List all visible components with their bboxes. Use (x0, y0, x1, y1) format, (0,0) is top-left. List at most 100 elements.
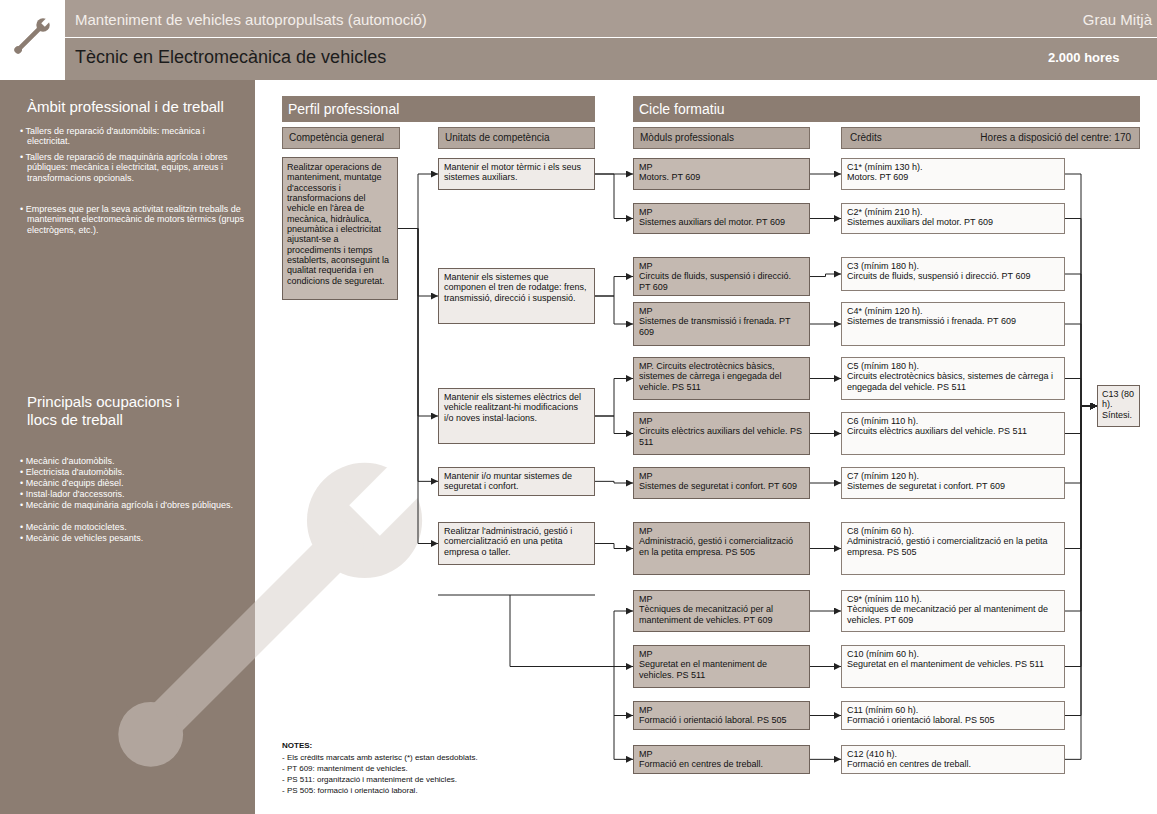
connector-arrow (398, 229, 438, 544)
box-text: MP (639, 649, 804, 659)
synthesis-box: C13 (80 h).Síntesi. (1097, 385, 1140, 427)
unit-box: Realitzar l'administració, gestió i come… (438, 522, 595, 565)
connector-arrow (1065, 379, 1097, 407)
box-text: MP (639, 471, 804, 481)
note-text: - PS 511: organització i manteniment de … (282, 775, 602, 785)
box-text: Crèdits (850, 132, 882, 144)
feed-arrow (614, 666, 633, 667)
connector-arrow (595, 416, 633, 434)
feed-line (438, 595, 595, 596)
box-text: C12 (410 h). (847, 749, 1059, 759)
box-body-text: Sistemes de seguretat i confort. PT 609 (639, 481, 804, 491)
box-text: C7 (mínim 120 h). (847, 471, 1059, 481)
box-body-text: Formació i orientació laboral. PS 505 (847, 715, 1059, 725)
connector-arrow (810, 611, 841, 612)
connector-arrow (810, 483, 841, 484)
page-title: Tècnic en Electromecànica de vehicles (75, 48, 775, 68)
box-body-text: Formació en centres de treball. (639, 759, 804, 769)
box-text: Mantenir els sistemes que componen el tr… (444, 272, 589, 303)
module-box: MPFormació en centres de treball. (633, 745, 810, 774)
connector-arrow (595, 481, 633, 483)
box-text: MP. Circuits electrotècnics bàsics, sist… (639, 361, 804, 392)
box-body-text: Sistemes de seguretat i confort. PT 609 (847, 481, 1059, 491)
sidebar-text: Àmbit professional i de treball (27, 98, 252, 116)
credit-box: C2* (mínim 210 h).Sistemes auxiliars del… (841, 203, 1065, 234)
connector-arrow (810, 274, 841, 277)
unit-box: Mantenir el motor tèrmic i els seus sist… (438, 158, 595, 190)
sidebar-text: • Mecànic d'equips dièsel. (20, 478, 245, 488)
module-box: MPSistemes de transmissió i frenada. PT … (633, 302, 810, 346)
connector-arrow (810, 433, 841, 434)
credit-box: C7 (mínim 120 h).Sistemes de seguretat i… (841, 467, 1065, 499)
box-text: Realitzar l'administració, gestió i come… (444, 526, 589, 557)
sidebar-panel (0, 80, 255, 814)
unit-box: Mantenir els sistemes elèctrics del vehi… (438, 388, 595, 444)
connector-arrow (595, 296, 633, 324)
box-body-text: Sistemes de transmissió i frenada. PT 60… (639, 316, 804, 337)
sidebar-text: • Electricista d'automòbils. (20, 467, 245, 477)
box-body-text: Sistemes auxiliars del motor. PT 609 (639, 217, 804, 227)
module-box: MPTècniques de mecanització per al mante… (633, 590, 810, 632)
box-text: C4* (mínim 120 h). (847, 306, 1059, 316)
connector-arrow (810, 759, 841, 760)
connector-arrow (595, 277, 633, 296)
connector-arrow (1065, 174, 1097, 406)
module-box: MP. Circuits electrotècnics bàsics, sist… (633, 357, 810, 400)
connector-arrow (1065, 406, 1097, 759)
column-header: Unitats de competència (438, 127, 595, 149)
box-body-text: Motors. PT 609 (847, 172, 1059, 182)
box-text: C9* (mínim 110 h). (847, 594, 1059, 604)
box-text: Mantenir els sistemes elèctrics del vehi… (444, 392, 589, 423)
box-text: Competència general (289, 132, 384, 144)
credit-box: C10 (mínim 60 h).Seguretat en el manteni… (841, 645, 1065, 688)
sidebar-text: • Mecànic de maquinària agrícola i d'obr… (20, 500, 245, 510)
feed-arrow (614, 715, 633, 716)
title-band (65, 38, 1157, 80)
connector-arrow (810, 378, 841, 379)
connector-arrow (1065, 274, 1097, 406)
box-body-text: Formació i orientació laboral. PS 505 (639, 715, 804, 725)
box-body-text: Motors. PT 609 (639, 172, 804, 182)
box-body-text: Tècniques de mecanització per al manteni… (847, 604, 1059, 625)
credit-box: C6 (mínim 110 h).Circuits elèctrics auxi… (841, 412, 1065, 455)
module-box: MPCircuits de fluids, suspensió i direcc… (633, 257, 810, 296)
box-text: C13 (80 h). (1102, 389, 1135, 410)
header-text: 2.000 hores (1048, 51, 1152, 65)
box-text: C11 (mínim 60 h). (847, 705, 1059, 715)
box-text: MP (639, 749, 804, 759)
credit-box: C1* (mínim 130 h).Motors. PT 609 (841, 158, 1065, 190)
module-box: MPCircuits elèctrics auxiliars del vehic… (633, 412, 810, 455)
box-body-text: Circuits elèctrics auxiliars del vehicle… (639, 426, 804, 447)
header-text: Grau Mitjà (1060, 12, 1152, 29)
box-text: Mòduls professionals (640, 132, 734, 144)
note-text: - PT 609: manteniment de vehicles. (282, 764, 602, 774)
header-text: Manteniment de vehicles autopropulsats (… (75, 12, 675, 29)
box-text: C5 (mínim 180 h). (847, 361, 1059, 371)
box-text: MP (639, 261, 804, 271)
connector-arrow (595, 174, 633, 219)
box-body-text: Administració, gestió i comercialització… (847, 536, 1059, 557)
box-body-text: Hores a disposició del centre: 170 (980, 132, 1131, 144)
column-header: Competència general (282, 127, 400, 149)
feed-arrow (614, 611, 633, 612)
box-text: C6 (mínim 110 h). (847, 416, 1059, 426)
module-box: MPAdministració, gestió i comercialitzac… (633, 522, 810, 575)
box-text: MP (639, 416, 804, 426)
sidebar-text: • Empreses que per la seva activitat rea… (20, 204, 245, 235)
credit-box: C5 (mínim 180 h).Circuits electrotècnics… (841, 357, 1065, 400)
connector-arrow (810, 666, 841, 667)
box-text: Mantenir el motor tèrmic i els seus sist… (444, 162, 589, 183)
module-box: MPFormació i orientació laboral. PS 505 (633, 701, 810, 730)
sidebar-text: • Mecànic de motocicletes. (20, 522, 245, 532)
box-text: Realitzar operacions de manteniment, mun… (287, 162, 393, 286)
box-body-text: Formació en centres de treball. (847, 759, 1059, 769)
box-text: Unitats de competència (445, 132, 550, 144)
box-text: C8 (mínim 60 h). (847, 526, 1059, 536)
credit-box: C11 (mínim 60 h).Formació i orientació l… (841, 701, 1065, 730)
sidebar-text: Principals ocupacions i llocs de treball (27, 393, 202, 429)
box-text: MP (639, 705, 804, 715)
box-body-text: Seguretat en el manteniment de vehicles.… (847, 659, 1059, 669)
feed-line (510, 595, 614, 667)
connector-arrow (810, 218, 841, 219)
box-text: C1* (mínim 130 h). (847, 162, 1059, 172)
